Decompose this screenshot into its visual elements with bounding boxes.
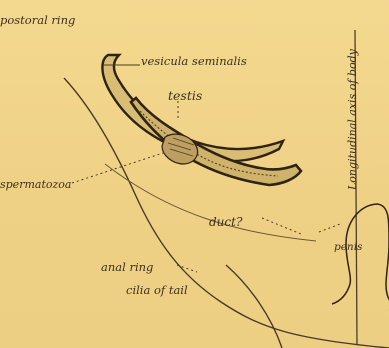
leader-duct (262, 218, 301, 234)
seminal-organ (102, 55, 301, 185)
postoral-ring-line (64, 78, 389, 348)
leader-spermatozoa (72, 152, 166, 183)
penis-outline (332, 204, 389, 310)
penis-label: penis (334, 241, 363, 253)
spermatozoa-cluster (162, 134, 198, 164)
anal-ring-label: anal ring (101, 260, 153, 274)
spermatozoa-label: spermatozoa (0, 178, 71, 191)
leader-penis (319, 224, 340, 232)
testis-outer (131, 98, 301, 185)
testis-label: testis (168, 88, 202, 103)
vesicula-seminalis-label: vesicula seminalis (141, 54, 247, 68)
postoral-ring-label: postoral ring (0, 13, 75, 27)
anal-ring-line (226, 265, 282, 348)
duct-label: duct? (209, 215, 243, 229)
longitudinal-axis-label: Longitudinal axis of body (346, 48, 359, 191)
cilia-of-tail-label: cilia of tail (126, 283, 188, 297)
